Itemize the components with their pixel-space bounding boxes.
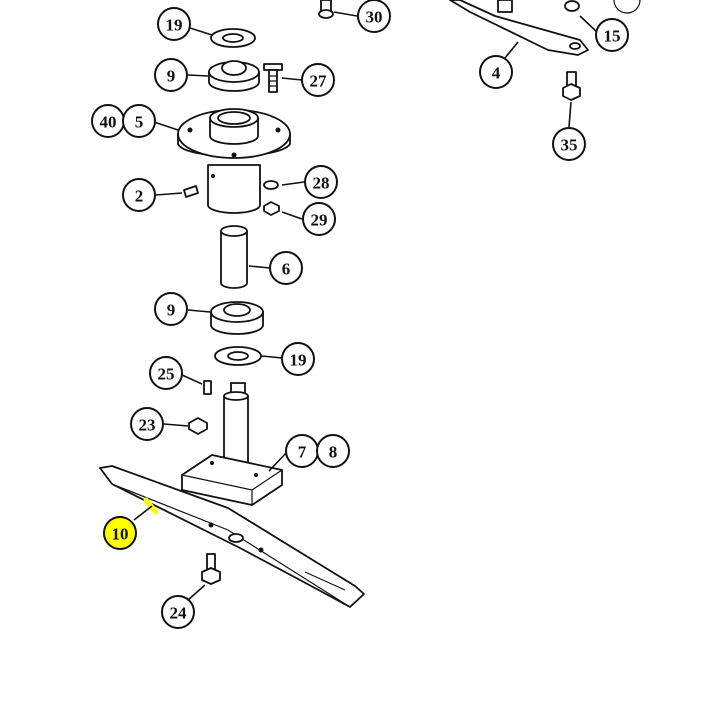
spacer-tube-part bbox=[220, 225, 248, 289]
grease-fitting-part bbox=[183, 185, 199, 198]
lock-washer-part bbox=[263, 180, 279, 190]
callout-28: 28 bbox=[304, 165, 338, 199]
callout-6: 6 bbox=[269, 251, 303, 285]
svg-text:10: 10 bbox=[112, 525, 129, 544]
svg-text:25: 25 bbox=[158, 365, 175, 384]
svg-text:19: 19 bbox=[166, 16, 183, 35]
callout-19-lower: 19 bbox=[281, 342, 315, 376]
callout-29: 29 bbox=[302, 202, 336, 236]
bolt-part bbox=[201, 553, 221, 585]
callout-layer: 19 30 9 27 40 5 2 28 bbox=[91, 0, 629, 629]
svg-text:9: 9 bbox=[167, 301, 176, 320]
svg-text:6: 6 bbox=[282, 260, 291, 279]
washer-part bbox=[564, 0, 580, 12]
callout-23: 23 bbox=[130, 407, 164, 441]
callout-27: 27 bbox=[301, 63, 335, 97]
svg-text:8: 8 bbox=[329, 443, 338, 462]
washer-part bbox=[210, 28, 256, 48]
bolt-part bbox=[263, 63, 283, 93]
spindle-housing-part bbox=[177, 108, 291, 214]
key-part bbox=[203, 380, 212, 395]
callout-30: 30 bbox=[357, 0, 391, 33]
callout-5: 5 bbox=[122, 104, 156, 138]
svg-text:4: 4 bbox=[492, 64, 501, 83]
callout-25: 25 bbox=[149, 356, 183, 390]
callout-9-lower: 9 bbox=[154, 292, 188, 326]
svg-text:15: 15 bbox=[604, 27, 621, 46]
callout-35: 35 bbox=[552, 127, 586, 161]
svg-text:19: 19 bbox=[290, 351, 307, 370]
svg-text:23: 23 bbox=[139, 416, 156, 435]
callout-24: 24 bbox=[161, 595, 195, 629]
leader-lines bbox=[133, 11, 599, 601]
callout-7: 7 bbox=[285, 434, 319, 468]
callout-partial-offscreen bbox=[613, 0, 641, 14]
svg-text:28: 28 bbox=[313, 174, 330, 193]
callout-19-top: 19 bbox=[157, 7, 191, 41]
callout-10-highlighted: 10 bbox=[103, 516, 137, 550]
bolt-part bbox=[562, 71, 581, 101]
callout-40: 40 bbox=[91, 104, 125, 138]
svg-text:24: 24 bbox=[170, 604, 188, 623]
svg-text:29: 29 bbox=[311, 211, 328, 230]
mounting-plate-part bbox=[181, 454, 283, 506]
svg-text:40: 40 bbox=[100, 113, 117, 132]
svg-text:2: 2 bbox=[135, 187, 144, 206]
callout-4: 4 bbox=[479, 55, 513, 89]
callout-15: 15 bbox=[595, 18, 629, 52]
bearing-part bbox=[210, 301, 264, 335]
nut-part bbox=[263, 201, 280, 216]
nut-part bbox=[188, 417, 208, 435]
bolt-part bbox=[318, 0, 334, 19]
bearing-part bbox=[208, 60, 260, 92]
svg-text:27: 27 bbox=[310, 72, 328, 91]
callout-8: 8 bbox=[316, 434, 350, 468]
blade-part bbox=[99, 465, 365, 608]
washer-part bbox=[214, 346, 262, 366]
blade-part bbox=[449, 0, 589, 56]
svg-text:35: 35 bbox=[561, 136, 578, 155]
svg-text:9: 9 bbox=[167, 67, 176, 86]
callout-2: 2 bbox=[122, 178, 156, 212]
callout-9-top: 9 bbox=[154, 58, 188, 92]
svg-text:5: 5 bbox=[135, 113, 144, 132]
svg-text:30: 30 bbox=[366, 8, 383, 27]
svg-text:7: 7 bbox=[298, 443, 307, 462]
